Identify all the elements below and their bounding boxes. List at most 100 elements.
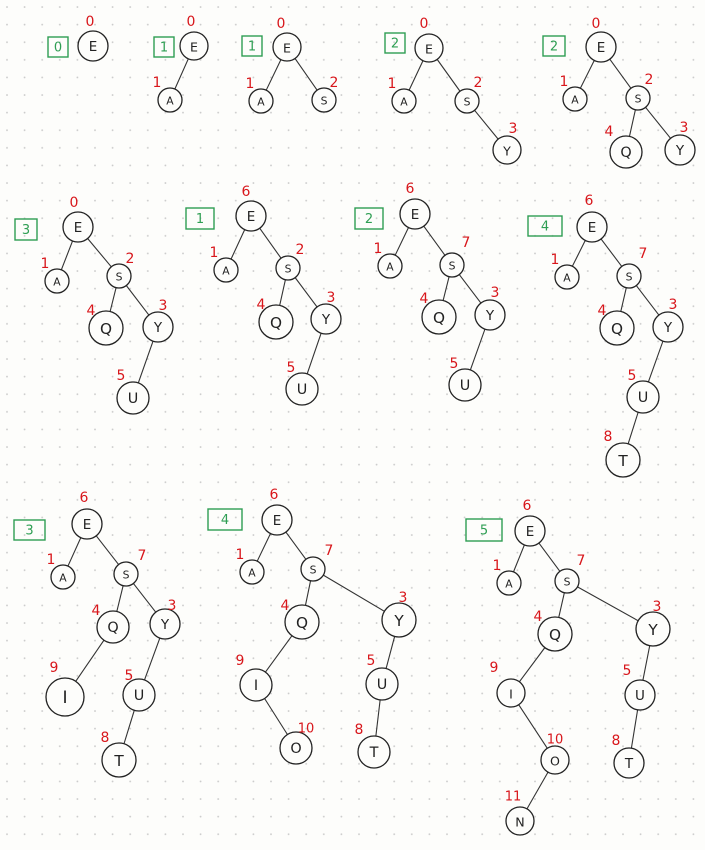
tree-edge [571, 240, 586, 267]
node-letter: E [247, 209, 256, 225]
node-circle [239, 559, 265, 585]
node-rank-number: 2 [126, 251, 135, 267]
node-rank-number: 0 [187, 14, 196, 30]
tree-node-s: S7 [439, 235, 470, 278]
tree-node-s: S7 [554, 553, 586, 594]
node-letter: S [310, 564, 317, 577]
node-letter: S [321, 95, 328, 108]
tree-node-t: T8 [612, 733, 645, 779]
node-rank-number: 7 [325, 543, 334, 559]
node-circle [157, 87, 183, 113]
node-rank-number: 0 [86, 14, 95, 30]
node-circle [96, 610, 130, 644]
node-circle [272, 32, 302, 62]
node-rank-number: 6 [406, 181, 415, 197]
node-circle [142, 311, 174, 343]
tree-node-e: E6 [261, 487, 293, 536]
step-badge-number: 4 [221, 513, 229, 528]
tree-edge [264, 635, 293, 673]
tree-node-a: A1 [153, 75, 183, 113]
tree-edge [630, 709, 639, 749]
node-letter: E [411, 207, 420, 223]
node-circle [605, 442, 641, 478]
node-letter: U [460, 378, 471, 394]
node-letter: S [564, 576, 571, 589]
node-rank-number: 6 [523, 498, 532, 514]
node-circle [624, 679, 656, 711]
node-circle [439, 252, 465, 278]
node-circle [562, 86, 588, 112]
node-letter: S [635, 93, 642, 106]
tree-edge [442, 276, 450, 301]
node-letter: Q [270, 314, 282, 332]
node-rank-number: 6 [585, 193, 594, 209]
node-circle [540, 745, 570, 775]
tree-edge [174, 58, 189, 90]
tree-node-e: E0 [272, 16, 302, 62]
node-rank-number: 3 [168, 598, 177, 614]
tree-edge [137, 340, 154, 384]
node-circle [50, 564, 76, 590]
node-rank-number: 0 [420, 16, 429, 32]
node-rank-number: 3 [327, 290, 336, 306]
tree-node-e: E0 [179, 14, 209, 61]
node-rank-number: 2 [330, 75, 339, 91]
node-letter: E [190, 40, 198, 55]
node-rank-number: 9 [50, 660, 59, 676]
node-letter: A [386, 261, 394, 274]
tree-edge [609, 58, 632, 89]
tree-edge [306, 333, 322, 375]
node-circle [652, 311, 684, 343]
tree-edge [526, 771, 549, 810]
node-rank-number: 1 [47, 552, 56, 568]
node-circle [275, 255, 301, 281]
node-circle [599, 310, 635, 346]
tree-node-q: Q4 [605, 124, 643, 169]
node-rank-number: 7 [577, 553, 586, 569]
node-rank-number: 11 [505, 790, 522, 805]
tree-node-u: U5 [116, 368, 150, 415]
node-letter: A [571, 94, 579, 107]
tree-edge [109, 287, 117, 312]
node-rank-number: 8 [604, 429, 613, 445]
node-letter: Q [107, 620, 118, 636]
node-rank-number: 9 [236, 653, 245, 669]
node-circle [122, 678, 156, 712]
node-rank-number: 4 [534, 609, 543, 625]
node-circle [284, 604, 320, 640]
node-letter: Y [153, 320, 163, 336]
step-badge-number: 1 [160, 41, 168, 56]
tree-edge [294, 58, 318, 91]
node-rank-number: 1 [374, 241, 383, 257]
node-letter: Q [100, 320, 112, 338]
tree-node-q: Q4 [87, 303, 124, 346]
step-badge-number: 0 [54, 41, 62, 56]
tree-node-e: E6 [576, 193, 608, 243]
tree-node-a: A1 [246, 76, 274, 114]
node-letter: U [134, 688, 145, 704]
tree-edge [512, 544, 525, 573]
node-rank-number: 1 [246, 76, 255, 92]
node-letter: Q [433, 309, 445, 327]
node-circle [377, 253, 403, 279]
tree-node-s: S2 [106, 251, 135, 289]
node-letter: E [588, 220, 597, 236]
tree-edge [469, 328, 486, 371]
node-rank-number: 5 [117, 368, 126, 384]
node-letter: T [113, 752, 124, 770]
tree-edge [87, 238, 112, 268]
tree-edge [628, 109, 636, 137]
tree-edge [116, 585, 124, 612]
node-letter: S [123, 569, 130, 582]
tree-edge [375, 699, 381, 737]
tree-node-y: Y3 [381, 590, 417, 638]
node-letter: Y [160, 617, 170, 633]
node-letter: E [597, 40, 606, 56]
node-letter: S [626, 271, 633, 284]
